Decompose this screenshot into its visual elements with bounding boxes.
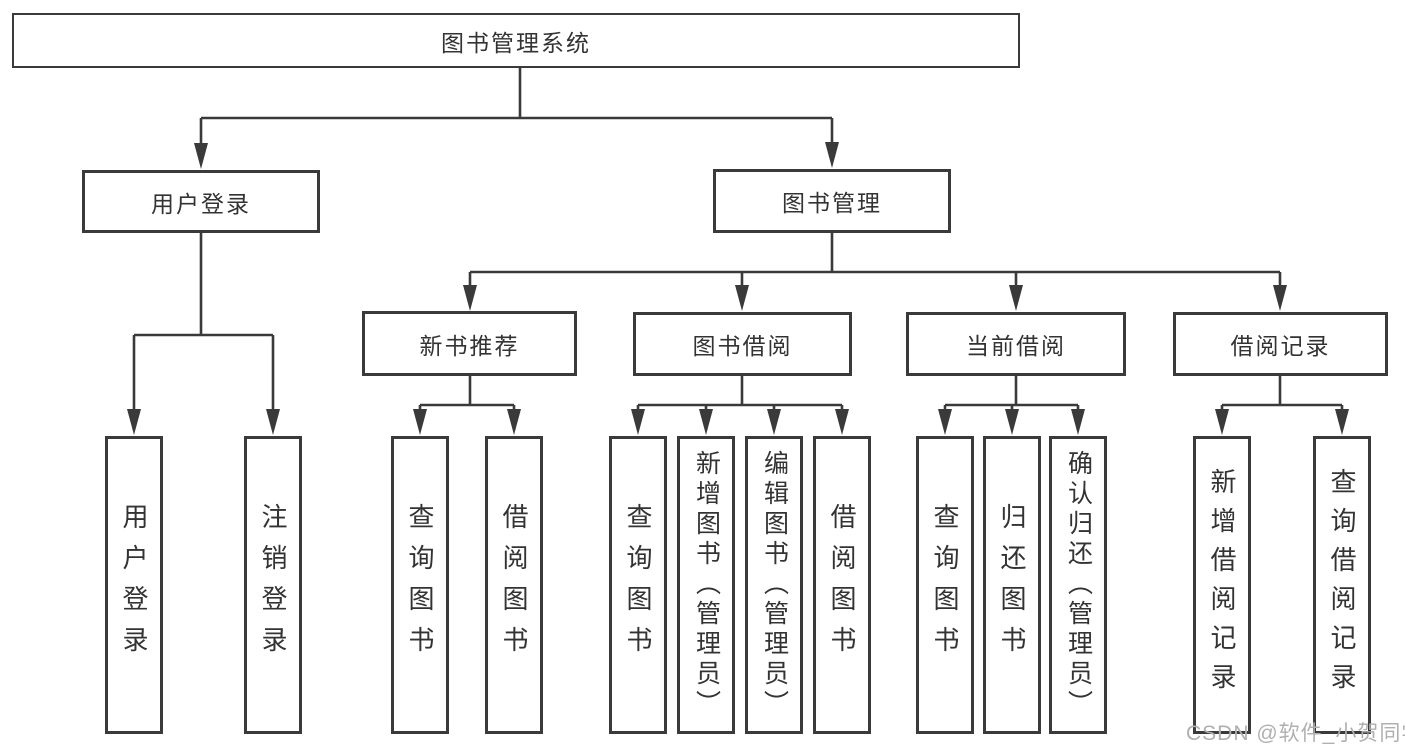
leaf-query-borrow-record: 查询借阅记录	[1313, 436, 1371, 734]
node-current-borrowing-label: 当前借阅	[966, 333, 1066, 359]
leaf-query-book-borrowing: 查询图书	[609, 436, 667, 734]
node-new-book-recommend: 新书推荐	[362, 311, 577, 376]
leaf-edit-book-admin: 编辑图书（管理员）	[745, 436, 803, 734]
leaf-add-borrow-record-label: 新增借阅记录	[1207, 468, 1237, 702]
watermark: CSDN @软件_小贺同学	[1186, 722, 1405, 745]
leaf-add-book-admin: 新增图书（管理员）	[677, 436, 735, 734]
node-current-borrowing: 当前借阅	[906, 312, 1126, 376]
node-library-system: 图书管理系统	[12, 13, 1020, 68]
leaf-add-book-admin-label: 新增图书（管理员）	[692, 450, 721, 720]
node-library-system-label: 图书管理系统	[441, 29, 591, 56]
leaf-edit-book-admin-label: 编辑图书（管理员）	[760, 450, 789, 720]
node-book-management-label: 图书管理	[782, 190, 882, 216]
leaf-add-borrow-record: 新增借阅记录	[1193, 436, 1251, 734]
leaf-user-login-label: 用户登录	[119, 503, 149, 667]
leaf-borrow-book-borrowing-label: 借阅图书	[827, 503, 857, 667]
leaf-logout-label: 注销登录	[258, 503, 288, 667]
leaf-borrow-book-borrowing: 借阅图书	[813, 436, 871, 734]
node-new-book-recommend-label: 新书推荐	[419, 332, 520, 359]
leaf-confirm-return-admin: 确认归还（管理员）	[1049, 436, 1107, 734]
leaf-user-login: 用户登录	[105, 436, 163, 734]
node-user-login-label: 用户登录	[151, 190, 251, 217]
node-borrow-records-label: 借阅记录	[1230, 333, 1331, 359]
leaf-borrow-book-recommend-label: 借阅图书	[499, 503, 529, 667]
leaf-query-book-recommend: 查询图书	[391, 436, 449, 734]
node-book-management: 图书管理	[713, 169, 951, 233]
node-user-login: 用户登录	[82, 170, 320, 233]
leaf-logout: 注销登录	[244, 436, 302, 734]
leaf-confirm-return-admin-label: 确认归还（管理员）	[1064, 450, 1093, 720]
leaf-query-book-current-label: 查询图书	[930, 503, 960, 667]
leaf-query-book-recommend-label: 查询图书	[405, 503, 435, 667]
node-borrow-records: 借阅记录	[1173, 312, 1388, 376]
node-book-borrowing: 图书借阅	[633, 312, 852, 376]
node-book-borrowing-label: 图书借阅	[692, 333, 793, 359]
leaf-return-book: 归还图书	[983, 436, 1041, 734]
leaf-query-book-current: 查询图书	[916, 436, 974, 734]
leaf-return-book-label: 归还图书	[997, 503, 1027, 667]
leaf-borrow-book-recommend: 借阅图书	[485, 436, 543, 734]
leaf-query-borrow-record-label: 查询借阅记录	[1327, 468, 1357, 702]
leaf-query-book-borrowing-label: 查询图书	[623, 503, 653, 667]
